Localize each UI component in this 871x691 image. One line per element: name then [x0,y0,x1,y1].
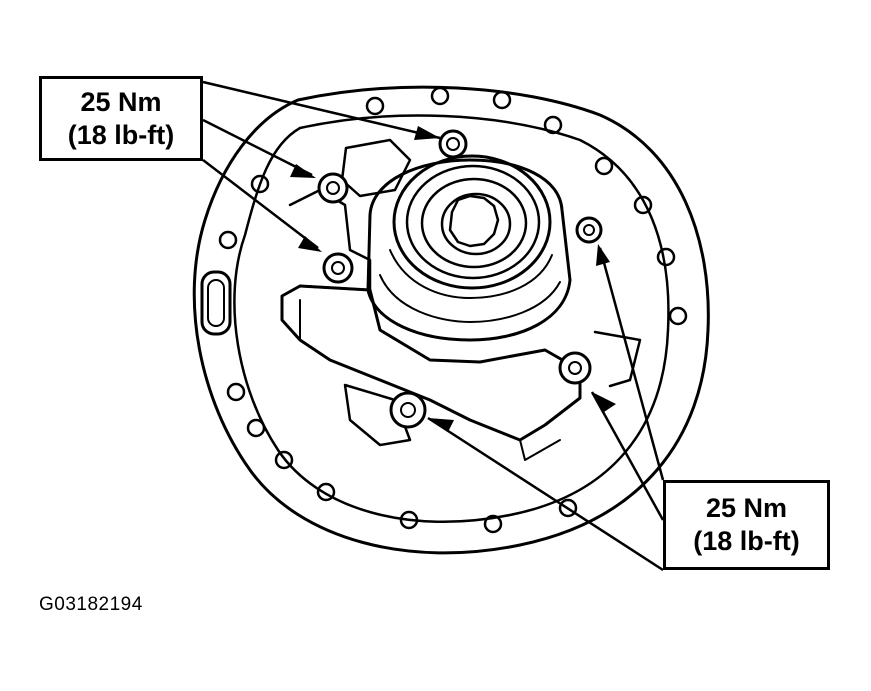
arrow-icon [298,236,322,252]
splined-bore [448,194,500,248]
torque-lbft-label: (18 lb-ft) [693,526,800,556]
hub-outer-ring [392,154,552,290]
bolt-icon [317,172,349,204]
arrow-icon [428,418,454,432]
pump-body [280,284,582,442]
torque-lbft-label: (18 lb-ft) [67,119,175,150]
torque-callout-bottom: 25 Nm (18 lb-ft) [663,480,830,570]
arrow-icon [592,392,616,412]
inner-flange-ring [233,114,670,524]
arrow-icon [414,126,440,140]
bolt-icon [575,216,603,244]
torque-nm-label: 25 Nm [705,493,788,523]
flange-slot [200,270,232,336]
hub-housing [366,158,572,342]
bolt-icon [389,391,427,429]
bolt-icon [438,129,468,159]
outer-flange [192,85,710,555]
arrow-icon [596,244,610,266]
bolt-icon [558,351,592,385]
torque-callout-top: 25 Nm (18 lb-ft) [39,76,203,161]
torque-nm-label: 25 Nm [80,86,162,117]
bolt-icon [322,252,354,284]
arrow-icon [290,164,316,178]
figure-id: G03182194 [39,594,143,615]
flange-holes [218,86,688,534]
